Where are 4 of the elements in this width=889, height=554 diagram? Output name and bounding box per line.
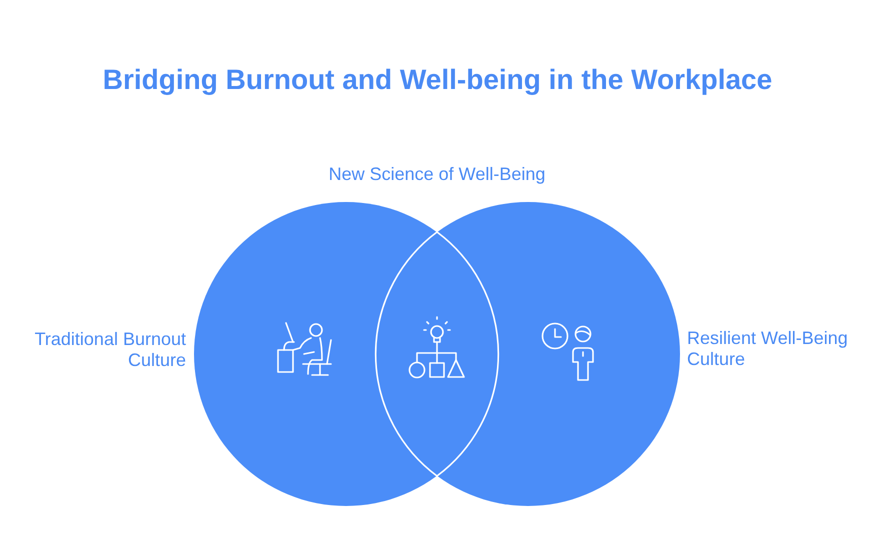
title: Bridging Burnout and Well-being in the Workplace xyxy=(102,63,774,97)
circle-label: Traditional Burnout Culture xyxy=(34,329,186,371)
overlap-label: New Science of Well-Being xyxy=(328,164,546,185)
circle-label: Resilient Well-Being Culture xyxy=(687,328,849,370)
